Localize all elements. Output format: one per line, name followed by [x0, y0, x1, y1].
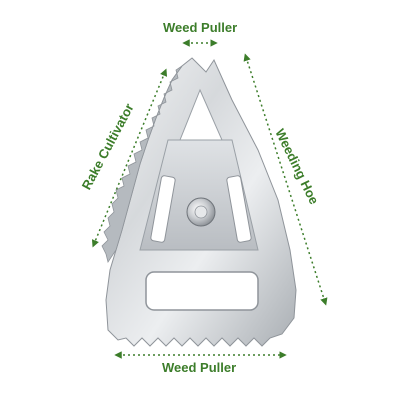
- label-weed-puller-top: Weed Puller: [163, 20, 238, 35]
- bottom-slot: [145, 271, 259, 311]
- rivet-center: [194, 205, 208, 219]
- label-weed-puller-bottom: Weed Puller: [162, 360, 237, 375]
- top-cutout: [179, 88, 223, 141]
- left-arrow: [91, 68, 168, 248]
